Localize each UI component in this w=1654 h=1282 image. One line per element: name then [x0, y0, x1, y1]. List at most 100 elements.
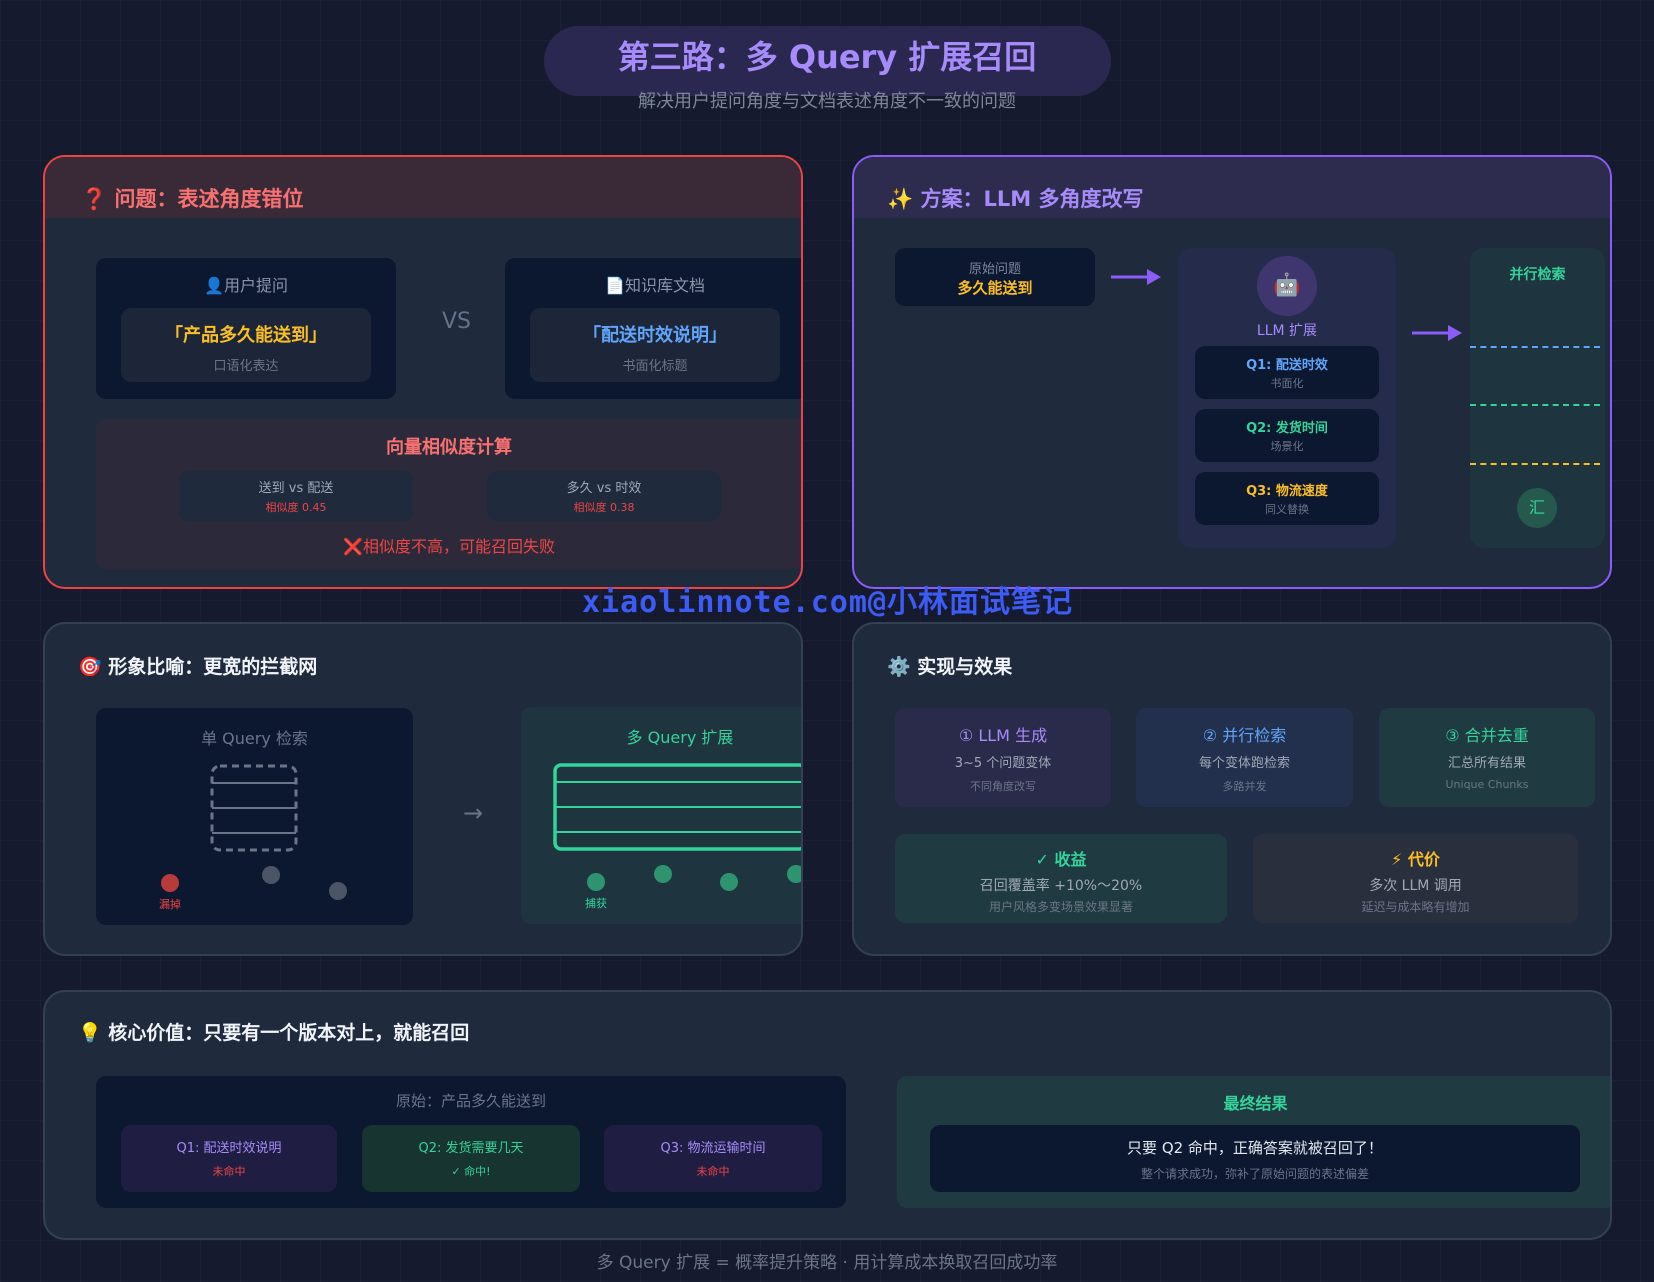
- dot: [262, 866, 280, 884]
- document-icon: 📄: [605, 276, 625, 295]
- similarity-section: 向量相似度计算 送到 vs 配送 相似度 0.45 多久 vs 时效 相似度 0…: [96, 419, 801, 569]
- robot-icon: 🤖: [1257, 256, 1317, 316]
- query-text: Q3: 物流速度: [1246, 484, 1328, 499]
- pair-label: 送到 vs 配送: [258, 481, 334, 496]
- caught-dot: [787, 865, 801, 883]
- similarity-title: 向量相似度计算: [386, 437, 512, 458]
- target-icon: 🎯: [78, 656, 102, 678]
- final-result-title: 最终结果: [1223, 1094, 1288, 1113]
- question-icon: ❓: [81, 187, 108, 211]
- caught-dot: [654, 865, 672, 883]
- original-question-box: 原始问题 多久能送到: [895, 248, 1095, 306]
- doc-quote: 「配送时效说明」: [583, 325, 727, 346]
- parallel-search-column: 并行检索 汇: [1470, 248, 1605, 548]
- arrow-right-icon: [1111, 269, 1161, 285]
- narrow-net-icon: [210, 764, 298, 852]
- gear-icon: ⚙️: [887, 656, 911, 678]
- core-title: 💡 核心价值：只要有一个版本对上，就能召回: [78, 1018, 469, 1045]
- caught-dot: [587, 873, 605, 891]
- miss-label: 漏掉: [159, 898, 181, 911]
- query-result-text: Q2: 发货需要几天: [418, 1141, 524, 1156]
- step-card: ③ 合并去重 汇总所有结果 Unique Chunks: [1379, 708, 1595, 807]
- query-text: Q2: 发货时间: [1246, 421, 1328, 436]
- footer-note: 多 Query 扩展 = 概率提升策略 · 用计算成本换取召回成功率: [596, 1253, 1058, 1273]
- llm-expand-box: 🤖 LLM 扩展 Q1: 配送时效 书面化 Q2: 发货时间 场景化 Q3: 物…: [1178, 248, 1396, 548]
- query-variant: Q3: 物流速度 同义替换: [1195, 472, 1379, 525]
- hit-badge: ✓ 命中!: [451, 1165, 491, 1178]
- implementation-panel: ⚙️ 实现与效果 ① LLM 生成 3~5 个问题变体 不同角度改写 ② 并行检…: [852, 622, 1612, 956]
- gain-value: 召回覆盖率 +10%～20%: [979, 878, 1143, 894]
- doc-label: 📄知识库文档: [505, 272, 801, 296]
- query-style: 场景化: [1270, 440, 1304, 453]
- final-result-box: 最终结果 只要 Q2 命中，正确答案就被召回了！ 整个请求成功，弥补了原始问题的…: [897, 1076, 1610, 1208]
- query-result-text: Q1: 配送时效说明: [176, 1141, 282, 1156]
- user-question-card: 👤用户提问 「产品多久能送到」 口语化表达: [96, 258, 396, 399]
- step-desc: 每个变体跑检索: [1198, 756, 1290, 771]
- fail-text: 相似度不高，可能召回失败: [362, 537, 555, 556]
- query-text: Q1: 配送时效: [1246, 358, 1328, 373]
- step-desc: 3~5 个问题变体: [954, 756, 1052, 771]
- llm-label: LLM 扩展: [1256, 323, 1318, 339]
- cross-icon: ❌: [343, 537, 363, 556]
- step-desc: 汇总所有结果: [1447, 756, 1526, 771]
- query-result-text: Q3: 物流运输时间: [660, 1141, 766, 1156]
- watermark: xiaolinnote.com@小林面试笔记: [582, 585, 1073, 620]
- step-note: 不同角度改写: [970, 780, 1036, 793]
- search-lane-q3: [1470, 463, 1600, 465]
- solution-title: ✨ 方案：LLM 多角度改写: [887, 183, 1143, 213]
- dot: [329, 882, 347, 900]
- single-query-title: 单 Query 检索: [201, 729, 308, 748]
- gain-title: ✓ 收益: [1035, 850, 1087, 869]
- problem-title-text: 问题：表述角度错位: [114, 187, 304, 211]
- page-title: 第三路：多 Query 扩展召回: [617, 38, 1037, 76]
- original-label: 原始问题: [968, 262, 1021, 277]
- final-result-main: 只要 Q2 命中，正确答案就被召回了！: [1127, 1139, 1383, 1157]
- cost-card: ⚡ 代价 多次 LLM 调用 延迟与成本略有增加: [1253, 834, 1578, 923]
- lightbulb-icon: 💡: [78, 1022, 102, 1044]
- user-icon: 👤: [204, 276, 224, 295]
- title-pill: [544, 26, 1111, 96]
- user-quote-box: 「产品多久能送到」 口语化表达: [121, 308, 371, 382]
- final-result-message: 只要 Q2 命中，正确答案就被召回了！ 整个请求成功，弥补了原始问题的表述偏差: [930, 1125, 1580, 1192]
- problem-panel: ❓ 问题：表述角度错位 👤用户提问 「产品多久能送到」 口语化表达 VS 📄知识…: [43, 155, 803, 589]
- gain-card: ✓ 收益 召回覆盖率 +10%～20% 用户风格多变场景效果显著: [895, 834, 1227, 923]
- step-note: 多路并发: [1222, 780, 1267, 793]
- step-note: Unique Chunks: [1445, 778, 1529, 791]
- solution-header: [854, 157, 1610, 218]
- caught-dot: [720, 873, 738, 891]
- core-title-text: 核心价值：只要有一个版本对上，就能召回: [108, 1022, 470, 1044]
- step-title: ① LLM 生成: [958, 726, 1048, 745]
- step-card: ① LLM 生成 3~5 个问题变体 不同角度改写: [895, 708, 1111, 807]
- query-result: Q2: 发货需要几天 ✓ 命中!: [362, 1125, 580, 1192]
- miss-badge: 未命中: [696, 1165, 730, 1178]
- solution-title-text: 方案：LLM 多角度改写: [920, 187, 1144, 211]
- solution-panel: ✨ 方案：LLM 多角度改写 原始问题 多久能送到 🤖 LLM 扩展 Q1: 配…: [852, 155, 1612, 589]
- query-variant: Q2: 发货时间 场景化: [1195, 409, 1379, 462]
- parallel-title: 并行检索: [1509, 267, 1566, 283]
- metaphor-title-text: 形象比喻：更宽的拦截网: [108, 656, 318, 678]
- arrow-right-icon: [1412, 325, 1462, 341]
- pair-score: 相似度 0.38: [573, 501, 635, 514]
- pair-label: 多久 vs 时效: [566, 481, 642, 496]
- query-variant: Q1: 配送时效 书面化: [1195, 346, 1379, 399]
- original-value: 多久能送到: [957, 279, 1033, 297]
- similarity-pair: 多久 vs 时效 相似度 0.38: [487, 471, 721, 521]
- cost-value: 多次 LLM 调用: [1369, 878, 1462, 894]
- wide-net-icon: [553, 763, 801, 851]
- pair-score: 相似度 0.45: [265, 501, 327, 514]
- final-result-sub: 整个请求成功，弥补了原始问题的表述偏差: [1140, 1167, 1369, 1181]
- sparkles-icon: ✨: [887, 187, 914, 211]
- metaphor-panel: 🎯 形象比喻：更宽的拦截网 单 Query 检索 漏掉 → 多 Query 扩展…: [43, 622, 803, 956]
- problem-title: ❓ 问题：表述角度错位: [81, 183, 303, 213]
- user-note: 口语化表达: [213, 359, 279, 374]
- similarity-pair: 送到 vs 配送 相似度 0.45: [179, 471, 413, 521]
- multi-query-box: 多 Query 扩展 捕获: [521, 707, 801, 924]
- core-value-panel: 💡 核心价值：只要有一个版本对上，就能召回 原始：产品多久能送到 Q1: 配送时…: [43, 990, 1612, 1240]
- doc-note: 书面化标题: [622, 359, 688, 374]
- step-title: ③ 合并去重: [1445, 726, 1529, 745]
- impl-title-text: 实现与效果: [917, 656, 1013, 678]
- core-original: 原始：产品多久能送到: [395, 1092, 546, 1110]
- merge-icon: 汇: [1517, 488, 1557, 528]
- metaphor-title: 🎯 形象比喻：更宽的拦截网: [78, 652, 317, 679]
- page-subtitle: 解决用户提问角度与文档表述角度不一致的问题: [638, 91, 1016, 112]
